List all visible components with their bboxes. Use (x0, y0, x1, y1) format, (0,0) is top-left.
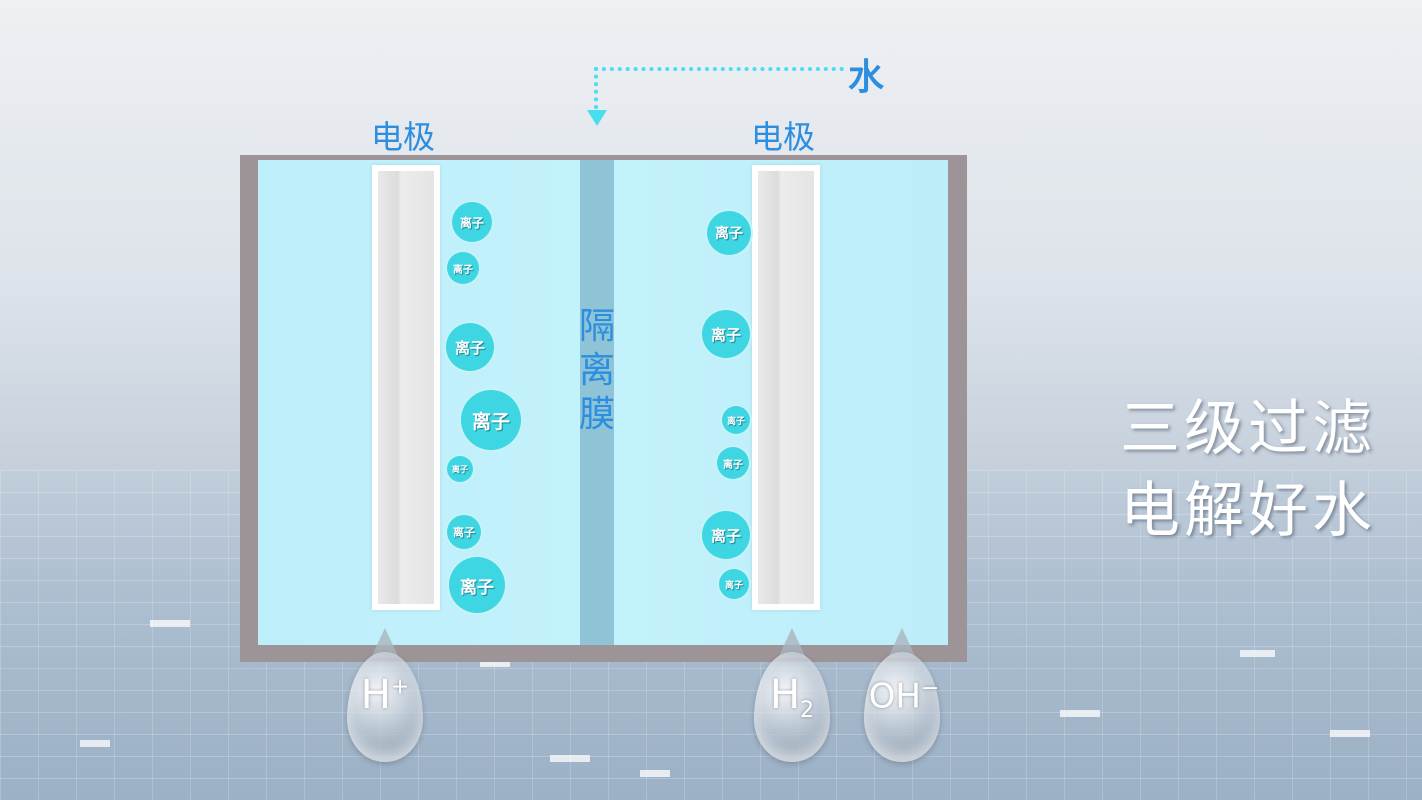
electrode-label-right: 电极 (751, 118, 816, 156)
floor-tile (150, 620, 190, 627)
electrode-left (372, 165, 440, 610)
membrane-char: 隔 (578, 306, 615, 347)
membrane-char: 膜 (578, 394, 615, 435)
ion-bubble: 离子 (720, 404, 752, 436)
ion-bubble: 离子 (700, 509, 752, 561)
membrane-char: 离 (578, 350, 615, 391)
membrane-label: 隔 离 膜 (576, 305, 618, 437)
floor-tile (640, 770, 670, 777)
ion-bubble: 离子 (450, 200, 494, 244)
droplet-h-plus (347, 652, 423, 762)
droplet-label-h-plus: H+ (360, 672, 410, 718)
droplet-label-h2: H2 (769, 672, 815, 723)
down-arrow-icon (587, 110, 607, 126)
ion-bubble: 离子 (459, 388, 523, 452)
ion-bubble: 离子 (705, 209, 753, 257)
ion-bubble: 离子 (444, 321, 496, 373)
electrode-label-left: 电极 (371, 118, 436, 156)
floor-tile (480, 660, 510, 667)
water-inlet-pipe (594, 67, 844, 71)
ion-bubble: 离子 (445, 513, 483, 551)
isolation-membrane (580, 160, 614, 645)
droplet-oh-minus (864, 652, 940, 762)
slogan-line-1: 三级过滤 (1120, 394, 1376, 464)
ion-bubble: 离子 (445, 250, 481, 286)
droplet-h2 (754, 652, 830, 762)
ion-bubble: 离子 (715, 445, 751, 481)
water-inlet-pipe-vertical (594, 67, 598, 109)
ion-bubble: 离子 (700, 308, 752, 360)
water-inlet-label: 水 (848, 57, 885, 98)
ion-bubble: 离子 (445, 454, 475, 484)
floor-tile (80, 740, 110, 747)
floor-tile (1330, 730, 1370, 737)
droplet-label-oh-minus: OH− (868, 676, 940, 717)
ion-bubble: 离子 (717, 567, 751, 601)
ion-bubble: 离子 (447, 555, 507, 615)
floor-tile (550, 755, 590, 762)
floor-tile (1060, 710, 1100, 717)
slogan-line-2: 电解好水 (1120, 476, 1376, 546)
electrode-right (752, 165, 820, 610)
floor-tile (1240, 650, 1275, 657)
